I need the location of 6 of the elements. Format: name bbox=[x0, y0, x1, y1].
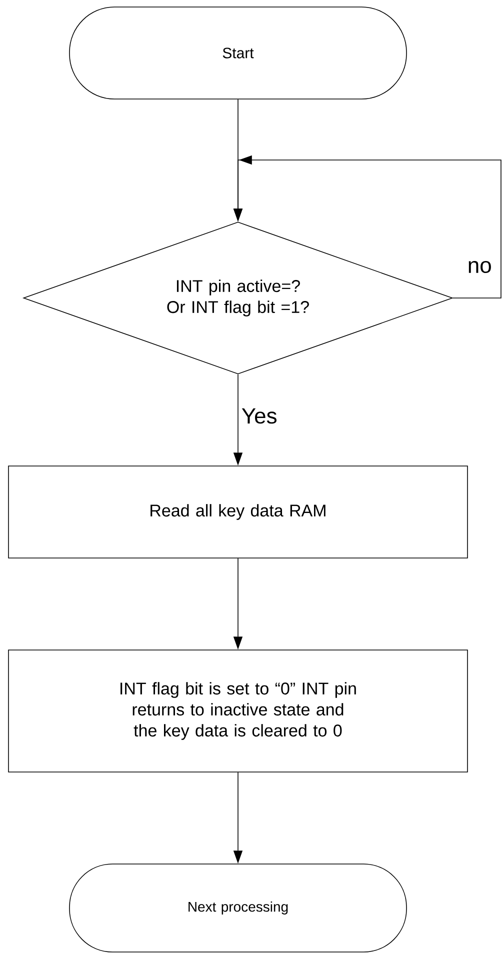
edge-label: no bbox=[468, 260, 491, 274]
process-box: INT flag bit is set to “0” INT pin returns to inactive state and the key data is cleared to 0 bbox=[8, 650, 468, 772]
terminal-box: Start bbox=[69, 6, 407, 100]
edge-label: Yes bbox=[242, 408, 276, 424]
terminal-box: Next processing bbox=[69, 864, 407, 952]
process-box: Read all key data RAM bbox=[8, 466, 468, 558]
